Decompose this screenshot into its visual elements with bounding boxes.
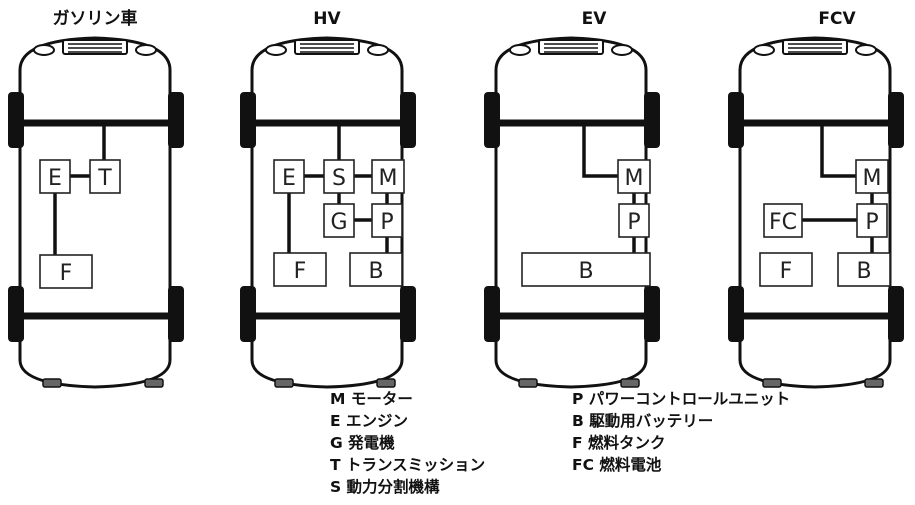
car-fcv: FCV M FC P F B bbox=[728, 9, 904, 387]
svg-text:M: M bbox=[863, 166, 882, 191]
legend-item: FC 燃料電池 bbox=[572, 455, 662, 474]
legend-item: T トランスミッション bbox=[330, 456, 485, 474]
svg-text:E: E bbox=[282, 166, 296, 191]
legend-right: P パワーコントロールユニット B 駆動用バッテリー F 燃料タンク FC 燃料… bbox=[572, 390, 790, 474]
transmission-box: T bbox=[89, 159, 121, 194]
generator-box: G bbox=[323, 203, 355, 238]
fuel-tank-box: F bbox=[39, 254, 93, 289]
engine-box: E bbox=[39, 159, 71, 194]
car-ev-title: EV bbox=[582, 9, 608, 29]
svg-text:F: F bbox=[60, 261, 73, 286]
motor-box: M bbox=[371, 159, 405, 194]
legend-item: B 駆動用バッテリー bbox=[572, 411, 713, 430]
fuel-tank-box: F bbox=[759, 252, 813, 287]
svg-text:E: E bbox=[48, 166, 62, 191]
svg-text:F: F bbox=[294, 259, 307, 284]
legend-item: G 発電機 bbox=[330, 433, 395, 452]
car-gasoline-title: ガソリン車 bbox=[53, 8, 138, 29]
engine-box: E bbox=[273, 159, 305, 194]
svg-text:P: P bbox=[627, 210, 640, 235]
battery-box: B bbox=[521, 252, 651, 287]
car-ev: EV M P B bbox=[484, 9, 660, 387]
car-hv: HV E S M G P F bbox=[240, 9, 416, 387]
pcu-box: P bbox=[618, 203, 650, 238]
svg-text:F: F bbox=[780, 259, 793, 284]
legend-item: E エンジン bbox=[330, 412, 408, 430]
car-gasoline: ガソリン車 E T F bbox=[8, 8, 184, 387]
legend-item: M モーター bbox=[330, 390, 413, 408]
svg-text:G: G bbox=[330, 210, 347, 235]
legend-item: S 動力分割機構 bbox=[330, 477, 440, 496]
pcu-box: P bbox=[371, 203, 403, 238]
pcu-box: P bbox=[856, 203, 888, 238]
power-split-box: S bbox=[323, 159, 355, 194]
legend-item: F 燃料タンク bbox=[572, 433, 666, 452]
motor-box: M bbox=[855, 159, 889, 194]
legend-item: P パワーコントロールユニット bbox=[572, 390, 790, 408]
svg-text:B: B bbox=[368, 259, 383, 284]
svg-text:B: B bbox=[578, 259, 593, 284]
svg-text:M: M bbox=[625, 166, 644, 191]
svg-text:S: S bbox=[332, 166, 346, 191]
battery-box: B bbox=[837, 252, 891, 287]
car-hv-title: HV bbox=[313, 9, 341, 29]
svg-text:B: B bbox=[856, 259, 871, 284]
svg-text:FC: FC bbox=[769, 210, 797, 235]
fuel-tank-box: F bbox=[273, 252, 327, 287]
svg-text:P: P bbox=[865, 210, 878, 235]
motor-box: M bbox=[617, 159, 651, 194]
car-fcv-title: FCV bbox=[818, 9, 856, 29]
battery-box: B bbox=[349, 252, 403, 287]
svg-text:P: P bbox=[380, 210, 393, 235]
svg-text:T: T bbox=[97, 166, 112, 191]
fuel-cell-box: FC bbox=[763, 203, 803, 238]
legend-left: M モーター E エンジン G 発電機 T トランスミッション S 動力分割機構 bbox=[330, 390, 485, 496]
svg-text:M: M bbox=[379, 166, 398, 191]
